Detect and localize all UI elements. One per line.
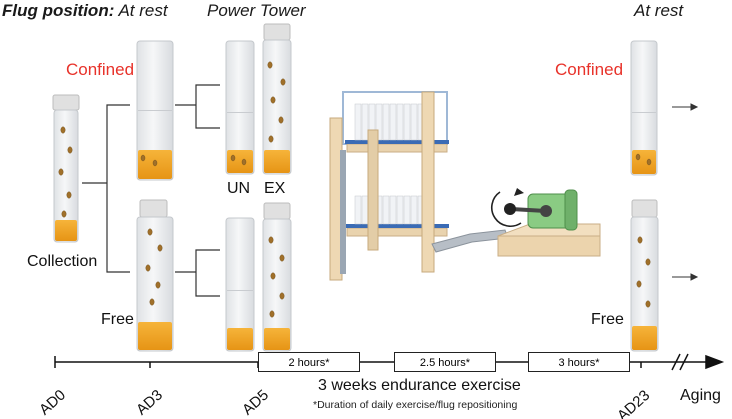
free-right-label: Free (591, 311, 624, 328)
power-tower-apparatus (329, 91, 601, 281)
at-rest-left-label: At rest (118, 1, 168, 20)
duration-box-1: 2 hours* (258, 352, 360, 372)
ex-label: EX (264, 180, 286, 197)
un-label: UN (227, 180, 251, 197)
timeline-footnote: *Duration of daily exercise/flug reposit… (313, 399, 518, 411)
vial-free-ad23 (630, 199, 659, 352)
aging-arrows (672, 103, 699, 281)
confined-left-label: Confined (66, 60, 135, 79)
at-rest-right-label: At rest (634, 1, 684, 20)
vial-free-ad3 (136, 199, 174, 352)
vial-confined-un (225, 40, 255, 175)
vial-free-ex (262, 202, 292, 352)
header-row: Flug position: At rest (2, 2, 168, 19)
timeline-caption: 3 weeks endurance exercise (318, 377, 521, 394)
aging-label: Aging (680, 387, 721, 404)
duration-box-3: 3 hours* (528, 352, 630, 372)
vial-free-un (225, 217, 255, 352)
branch-connectors (82, 84, 220, 297)
confined-right-label: Confined (555, 60, 624, 79)
flies (58, 61, 652, 318)
free-left-label: Free (101, 311, 134, 328)
collection-label: Collection (27, 253, 98, 270)
duration-box-2: 2.5 hours* (394, 352, 496, 372)
vial-confined-ad23 (630, 40, 658, 176)
power-tower-label: Power Tower (207, 1, 306, 20)
flug-position-label: Flug position: (2, 1, 115, 20)
vial-collection (52, 94, 80, 243)
vial-confined-ex (262, 23, 292, 175)
